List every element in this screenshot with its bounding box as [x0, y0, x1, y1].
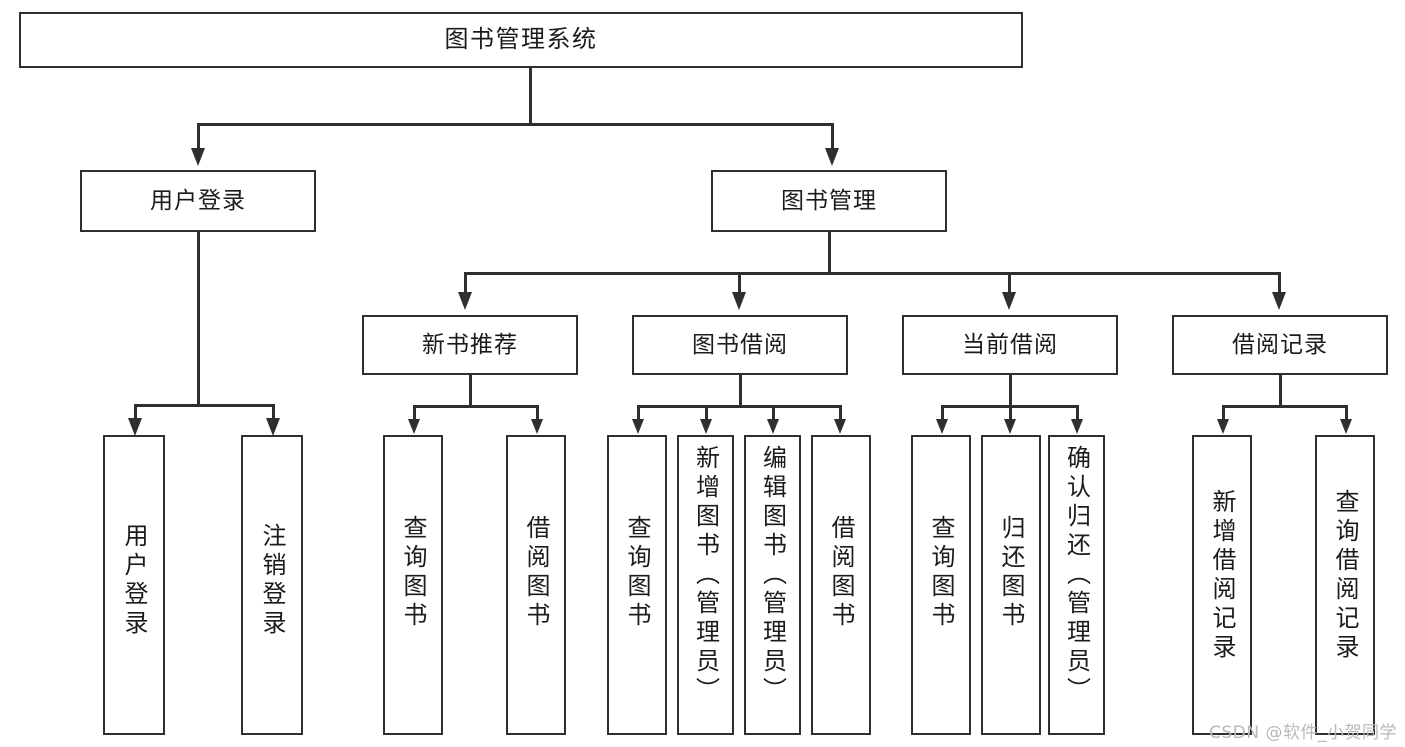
- connector-root-to-user-login: [197, 123, 200, 150]
- node-label: 图书管理: [781, 187, 877, 214]
- node-label: 查询图书: [399, 515, 427, 631]
- connector-book-borrow-drop-3: [772, 405, 775, 421]
- node-root-library-system[interactable]: 图书管理系统: [19, 12, 1023, 68]
- connector-user-login-drop-1: [134, 404, 137, 422]
- connector-current-borrow-stem: [1009, 375, 1012, 407]
- watermark-text: CSDN @软件_小贺同学: [1209, 723, 1397, 743]
- arrowhead-book-borrow-leaf-3: [767, 419, 779, 434]
- connector-borrow-record-stem: [1279, 375, 1282, 407]
- connector-current-borrow-drop-2: [1009, 405, 1012, 421]
- connector-book-mgmt-drop-4: [1278, 272, 1281, 296]
- node-leaf-query-borrow-record[interactable]: 查询借阅记录: [1315, 435, 1375, 735]
- arrowhead-borrow-record-leaf-1: [1217, 419, 1229, 434]
- node-label: 用户登录: [120, 523, 148, 639]
- node-leaf-user-login[interactable]: 用户登录: [103, 435, 165, 735]
- node-label: 图书管理系统: [444, 25, 598, 54]
- node-label: 新增借阅记录: [1208, 489, 1236, 663]
- node-new-book-recommend[interactable]: 新书推荐: [362, 315, 578, 375]
- node-leaf-query-book-borrow[interactable]: 查询图书: [607, 435, 667, 735]
- connector-borrow-record-drop-1: [1222, 405, 1225, 421]
- node-label: 借阅图书: [522, 515, 550, 631]
- node-borrow-record[interactable]: 借阅记录: [1172, 315, 1388, 375]
- node-label: 新书推荐: [422, 331, 518, 358]
- node-label: 借阅记录: [1232, 331, 1328, 358]
- arrowhead-to-book-borrow: [732, 292, 746, 310]
- arrowhead-current-borrow-leaf-1: [936, 419, 948, 434]
- arrowhead-to-borrow-record: [1272, 292, 1286, 310]
- node-leaf-borrow-book-newbook[interactable]: 借阅图书: [506, 435, 566, 735]
- node-label: 用户登录: [150, 187, 246, 214]
- connector-borrow-record-bus: [1222, 405, 1347, 408]
- node-leaf-query-book-newbook[interactable]: 查询图书: [383, 435, 443, 735]
- connector-book-mgmt-drop-1: [464, 272, 467, 296]
- connector-book-borrow-drop-4: [839, 405, 842, 421]
- node-book-borrow[interactable]: 图书借阅: [632, 315, 848, 375]
- connector-borrow-record-drop-2: [1345, 405, 1348, 421]
- node-leaf-query-book-current[interactable]: 查询图书: [911, 435, 971, 735]
- arrowhead-book-borrow-leaf-1: [632, 419, 644, 434]
- connector-user-login-drop-2: [272, 404, 275, 422]
- arrowhead-current-borrow-leaf-2: [1004, 419, 1016, 434]
- arrowhead-user-login-leaf-1: [128, 418, 142, 436]
- connector-root-to-book-mgmt: [831, 123, 834, 150]
- connector-new-book-drop-2: [536, 405, 539, 421]
- node-label: 查询图书: [623, 515, 651, 631]
- connector-book-mgmt-drop-2: [738, 272, 741, 296]
- node-label: 查询借阅记录: [1331, 489, 1359, 663]
- arrowhead-new-book-leaf-1: [408, 419, 420, 434]
- connector-book-borrow-drop-2: [705, 405, 708, 421]
- connector-book-mgmt-stem: [828, 232, 831, 274]
- connector-book-borrow-bus: [637, 405, 840, 408]
- node-leaf-return-book[interactable]: 归还图书: [981, 435, 1041, 735]
- connector-new-book-bus: [413, 405, 538, 408]
- arrowhead-book-borrow-leaf-2: [700, 419, 712, 434]
- connector-book-mgmt-drop-3: [1008, 272, 1011, 296]
- arrowhead-to-new-book: [458, 292, 472, 310]
- connector-root-bus: [197, 123, 834, 126]
- connector-current-borrow-drop-1: [941, 405, 944, 421]
- arrowhead-book-borrow-leaf-4: [834, 419, 846, 434]
- connector-user-login-stem: [197, 232, 200, 406]
- node-leaf-confirm-return-admin[interactable]: 确认归还（管理员）: [1048, 435, 1105, 735]
- arrowhead-user-login-leaf-2: [266, 418, 280, 436]
- arrowhead-current-borrow-leaf-3: [1071, 419, 1083, 434]
- connector-book-borrow-stem: [739, 375, 742, 407]
- connector-user-login-bus: [134, 404, 274, 407]
- node-user-login[interactable]: 用户登录: [80, 170, 316, 232]
- node-label: 确认归还（管理员）: [1062, 445, 1091, 706]
- arrowhead-root-to-user-login: [191, 148, 205, 166]
- node-current-borrow[interactable]: 当前借阅: [902, 315, 1118, 375]
- connector-new-book-stem: [469, 375, 472, 407]
- node-label: 当前借阅: [962, 331, 1058, 358]
- connector-current-borrow-drop-3: [1076, 405, 1079, 421]
- connector-book-borrow-drop-1: [637, 405, 640, 421]
- arrowhead-root-to-book-mgmt: [825, 148, 839, 166]
- node-label: 新增图书（管理员）: [691, 445, 720, 706]
- node-leaf-add-book-admin[interactable]: 新增图书（管理员）: [677, 435, 734, 735]
- connector-root-stem: [529, 68, 532, 124]
- node-book-management[interactable]: 图书管理: [711, 170, 947, 232]
- arrowhead-to-current-borrow: [1002, 292, 1016, 310]
- node-leaf-borrow-book-borrow[interactable]: 借阅图书: [811, 435, 871, 735]
- connector-new-book-drop-1: [413, 405, 416, 421]
- node-leaf-edit-book-admin[interactable]: 编辑图书（管理员）: [744, 435, 801, 735]
- connector-book-mgmt-bus: [464, 272, 1280, 275]
- node-label: 查询图书: [927, 515, 955, 631]
- node-label: 借阅图书: [827, 515, 855, 631]
- node-label: 注销登录: [258, 523, 286, 639]
- node-leaf-logout[interactable]: 注销登录: [241, 435, 303, 735]
- arrowhead-borrow-record-leaf-2: [1340, 419, 1352, 434]
- node-label: 归还图书: [997, 515, 1025, 631]
- node-label: 编辑图书（管理员）: [758, 445, 787, 706]
- node-label: 图书借阅: [692, 331, 788, 358]
- arrowhead-new-book-leaf-2: [531, 419, 543, 434]
- node-leaf-add-borrow-record[interactable]: 新增借阅记录: [1192, 435, 1252, 735]
